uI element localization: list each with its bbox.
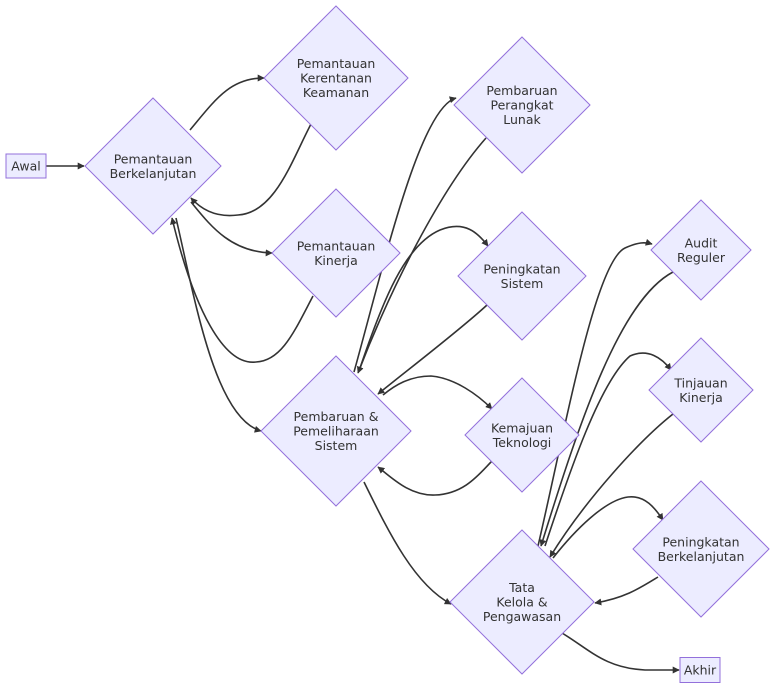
edge-pembaruan-pemeliharaan-to-tata-kelola — [363, 481, 452, 605]
node-label-line: Berkelanjutan — [110, 166, 197, 181]
node-label-line: Peningkatan — [662, 534, 739, 549]
edge-audit-reguler-to-tata-kelola — [539, 271, 674, 547]
node-shape — [271, 188, 401, 318]
edge-pembaruan-pemeliharaan-to-pembaruan-perangkat — [353, 96, 457, 373]
node-label-line: Pemantauan — [297, 56, 376, 71]
node-label-line: Keamanan — [303, 85, 369, 100]
edges — [46, 74, 680, 674]
edge-tata-kelola-to-akhir — [561, 632, 680, 674]
edge-pemantauan-berkelanjutan-to-pembaruan-pemeliharaan — [175, 217, 262, 433]
edge-pemantauan-berkelanjutan-to-pemantauan-kerentanan — [189, 74, 265, 131]
edge-peningkatan-sistem-to-pembaruan-pemeliharaan — [377, 304, 488, 395]
edge-pembaruan-perangkat-to-pembaruan-pemeliharaan — [357, 137, 487, 374]
node-label-line: Akhir — [684, 663, 717, 678]
edge-peningkatan-berkelanjutan-to-tata-kelola — [594, 576, 659, 606]
node-label-line: Pembaruan & — [294, 409, 379, 424]
node-label-line: Kinerja — [679, 390, 723, 405]
node-label-line: Peningkatan — [483, 261, 560, 276]
node-label-line: Pemantauan — [114, 151, 193, 166]
node-label-line: Pemantauan — [297, 238, 376, 253]
node-label-line: Perangkat — [490, 98, 553, 113]
node-label-line: Berkelanjutan — [658, 549, 745, 564]
node-label-line: Sistem — [315, 438, 358, 453]
node-shape — [650, 199, 752, 301]
node-shape — [648, 337, 754, 443]
node-shape — [260, 355, 412, 507]
node-label-line: Pembaruan — [486, 83, 557, 98]
node-shape — [679, 657, 721, 683]
node-label: Akhir — [684, 663, 717, 678]
edge-tata-kelola-to-peningkatan-berkelanjutan — [552, 496, 664, 559]
node-label-line: Pengawasan — [483, 609, 561, 624]
edge-pemantauan-kerentanan-to-pemantauan-berkelanjutan — [190, 123, 312, 217]
node-shape — [457, 211, 587, 341]
node-shape — [449, 529, 595, 675]
edge-pembaruan-pemeliharaan-to-kemajuan-teknologi — [382, 375, 493, 410]
edge-pembaruan-pemeliharaan-to-peningkatan-sistem — [359, 225, 489, 369]
edge-tata-kelola-to-tinjauan-kinerja — [544, 352, 672, 547]
node-shape — [464, 377, 580, 493]
edge-tinjauan-kinerja-to-tata-kelola — [549, 413, 674, 558]
node-label-line: Sistem — [501, 276, 544, 291]
node-shape — [84, 97, 222, 235]
node-label-line: Tinjauan — [673, 375, 727, 390]
node-shape — [5, 153, 47, 179]
edge-kemajuan-teknologi-to-pembaruan-pemeliharaan — [377, 460, 493, 496]
node-shape — [453, 36, 591, 174]
node-awal[interactable]: Awal — [5, 153, 47, 179]
node-label: Awal — [11, 159, 40, 174]
node-label-line: Tata — [508, 580, 535, 595]
node-label-line: Kelola & — [496, 595, 547, 610]
node-label-line: Reguler — [677, 250, 726, 265]
node-label-line: Pemeliharaan — [293, 424, 379, 439]
node-label-line: Kinerja — [314, 253, 358, 268]
node-label-line: Teknologi — [492, 435, 552, 450]
node-shape — [263, 5, 409, 151]
edge-tata-kelola-to-audit-reguler — [537, 238, 653, 547]
node-label-line: Kemajuan — [491, 420, 553, 435]
node-label-line: Lunak — [503, 112, 541, 127]
node-akhir[interactable]: Akhir — [679, 657, 721, 683]
node-label-line: Awal — [11, 159, 40, 174]
node-shape — [632, 480, 770, 618]
node-label-line: Kerentanan — [300, 71, 372, 86]
node-label-line: Audit — [685, 235, 718, 250]
edge-pemantauan-berkelanjutan-to-pemantauan-kinerja — [190, 201, 273, 257]
